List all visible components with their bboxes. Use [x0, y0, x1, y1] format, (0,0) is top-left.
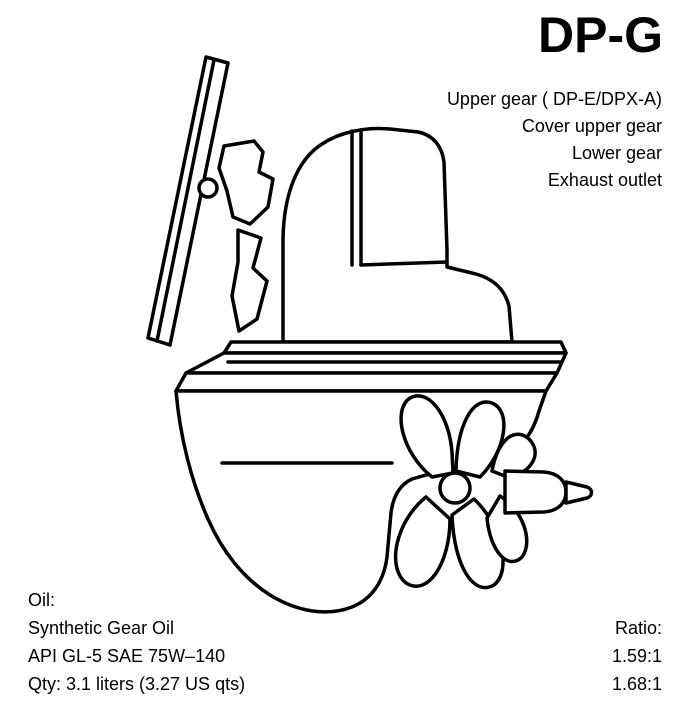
ratio-value-2: 1.68:1	[611, 674, 662, 694]
transom-shield	[146, 55, 230, 347]
callout-exhaust-outlet: Exhaust outlet	[547, 170, 662, 190]
pivot-pin	[197, 177, 219, 199]
ratio-info: Ratio: 1.59:1 1.68:1	[612, 614, 662, 698]
suspension-bracket	[217, 139, 275, 333]
hub-cone	[564, 480, 594, 505]
ratio-heading: Ratio:	[614, 618, 662, 638]
ratio-value-1: 1.59:1	[611, 646, 662, 666]
oil-info: Oil: Synthetic Gear Oil API GL-5 SAE 75W…	[28, 586, 245, 698]
callout-cover-upper-gear: Cover upper gear	[521, 116, 662, 136]
upper-gear-housing	[281, 126, 514, 344]
oil-heading: Oil:	[28, 590, 55, 610]
mounting-flange	[174, 340, 568, 393]
oil-type: Synthetic Gear Oil	[28, 618, 175, 638]
callout-upper-gear: Upper gear ( DP-E/DPX-A)	[446, 89, 662, 109]
propellers	[393, 394, 594, 590]
propeller-hub-rear	[503, 469, 568, 515]
page-title: DP-G	[538, 7, 663, 63]
callout-list: Upper gear ( DP-E/DPX-A) Cover upper gea…	[447, 86, 662, 194]
propeller-hub-front	[438, 471, 472, 505]
oil-quantity: Qty: 3.1 liters (3.27 US qts)	[28, 674, 246, 694]
callout-lower-gear: Lower gear	[571, 143, 662, 163]
oil-spec: API GL-5 SAE 75W–140	[28, 646, 226, 666]
